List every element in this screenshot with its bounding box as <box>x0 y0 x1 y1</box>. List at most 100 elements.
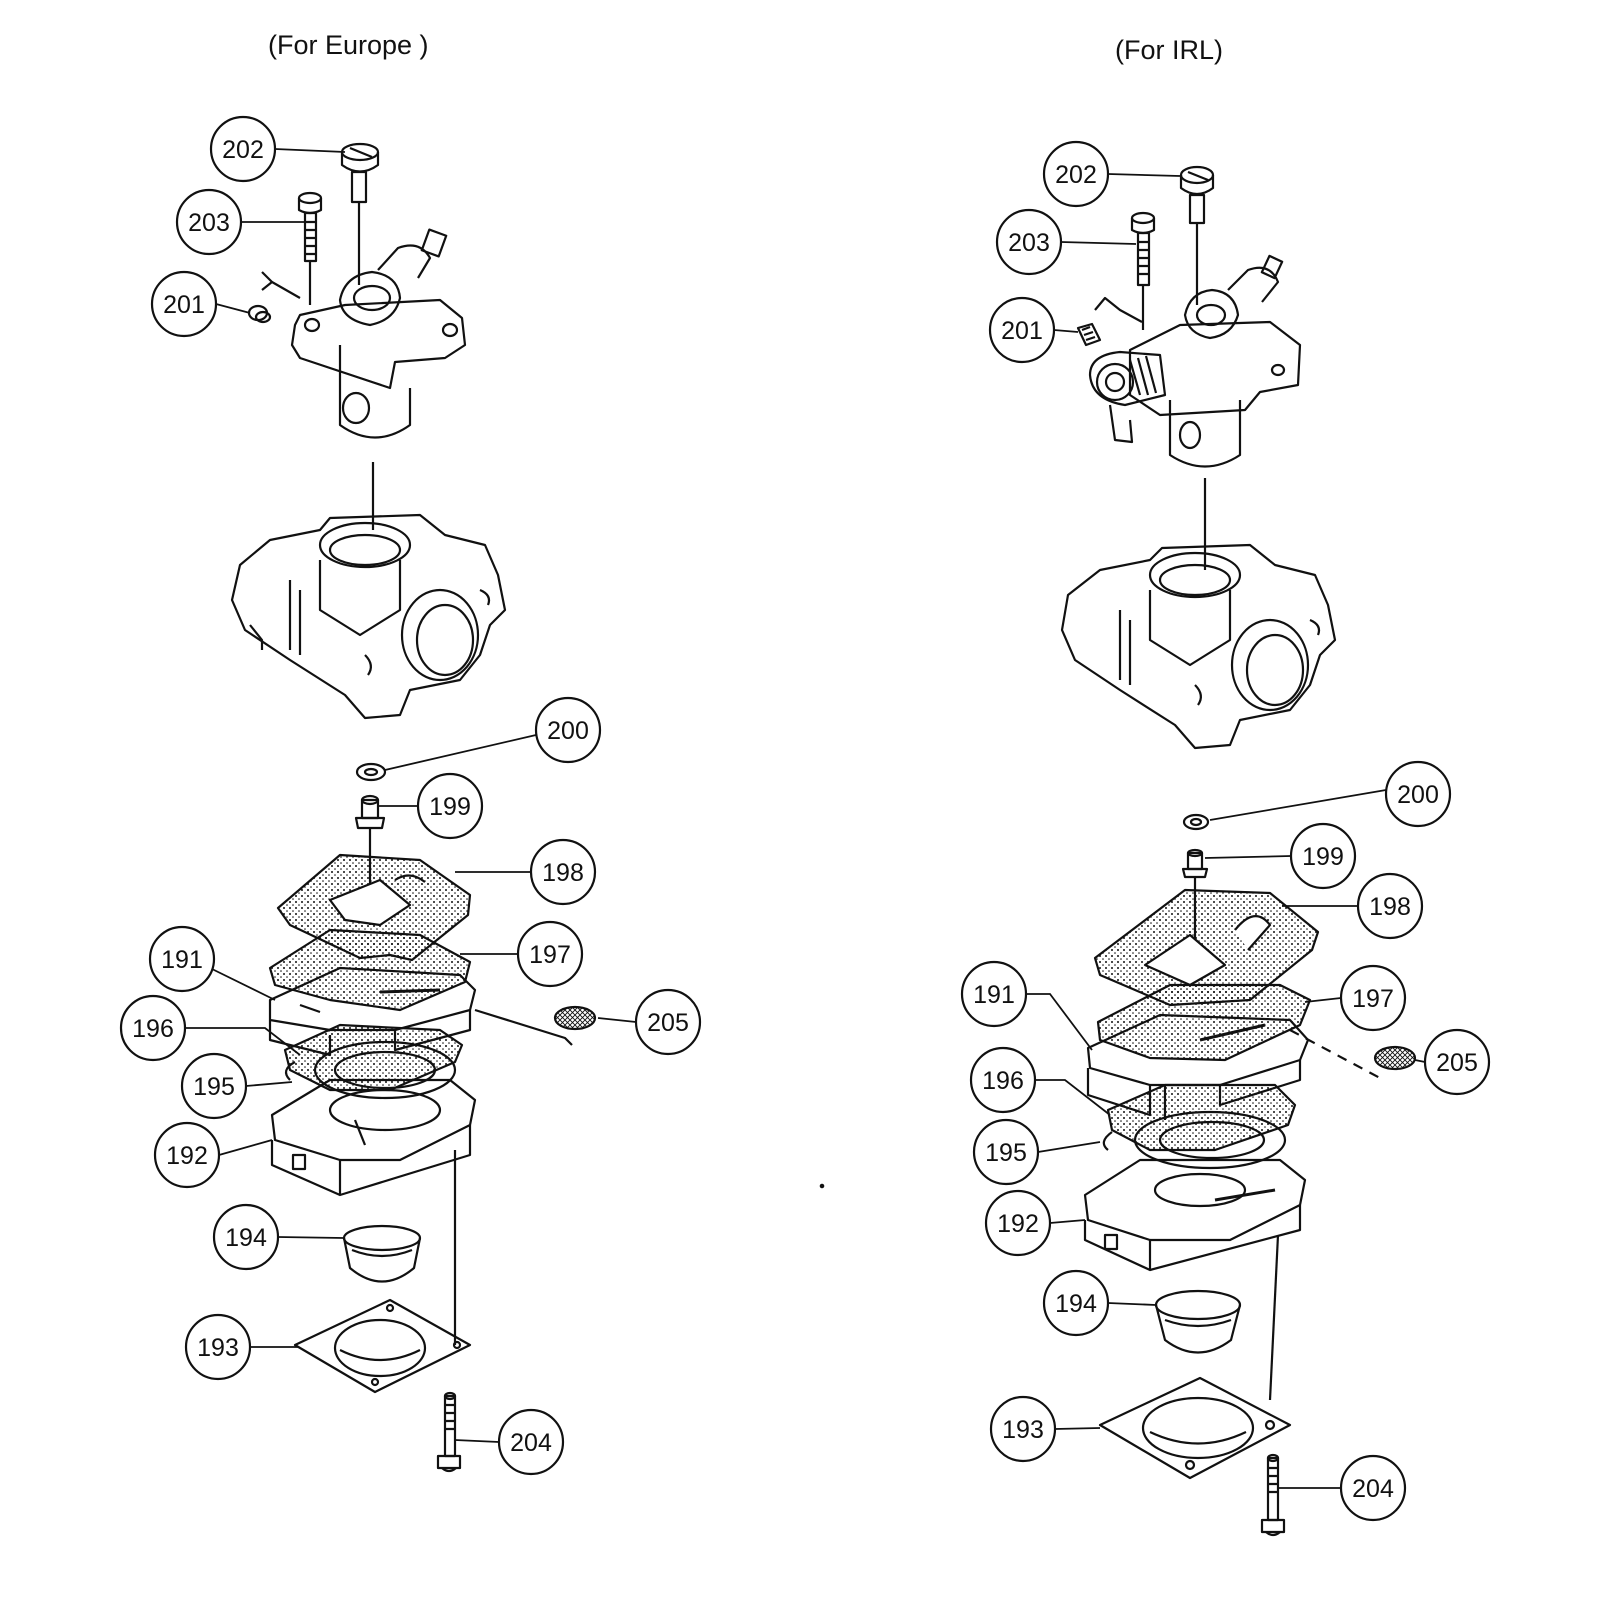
callout-europe-193: 193 <box>184 1313 298 1381</box>
part-202-screw <box>340 142 380 285</box>
part-192-lower-body-irl <box>1083 1158 1307 1272</box>
callout-irl-196: 196 <box>969 1046 1111 1116</box>
part-193-cover <box>293 1298 472 1394</box>
heading-irl: (For IRL) <box>1115 35 1223 65</box>
callout-circle-irl-204 <box>1339 1454 1407 1522</box>
callout-circle-irl-203 <box>995 208 1063 276</box>
callout-label-europe-199: 199 <box>429 793 471 821</box>
leader-line-europe-201 <box>215 303 251 314</box>
callout-irl-197: 197 <box>1304 964 1407 1032</box>
callout-circle-irl-192 <box>984 1189 1052 1257</box>
callout-circle-europe-198 <box>529 838 597 906</box>
callout-circle-europe-193 <box>184 1313 252 1381</box>
callout-irl-199: 199 <box>1204 822 1357 890</box>
callout-label-irl-196: 196 <box>982 1067 1024 1095</box>
leader-line-europe-195 <box>245 1081 293 1087</box>
callout-circle-europe-196 <box>119 994 187 1062</box>
part-196-gasket <box>283 1023 464 1092</box>
callout-label-europe-204: 204 <box>510 1429 552 1457</box>
callout-circle-irl-195 <box>972 1118 1040 1186</box>
part-198-slot <box>394 874 426 883</box>
callout-circle-irl-191 <box>960 960 1028 1028</box>
callout-europe-197: 197 <box>460 920 584 988</box>
guide-line-201-irl <box>1094 296 1143 323</box>
callout-circle-irl-197 <box>1339 964 1407 1032</box>
callout-europe-205: 205 <box>597 988 702 1056</box>
part-201-spring-irl <box>1076 322 1102 347</box>
leader-line-europe-205 <box>597 1017 637 1023</box>
leader-line-irl-205 <box>1414 1059 1426 1063</box>
callout-irl-192: 192 <box>984 1189 1086 1257</box>
callout-circle-europe-194 <box>212 1203 280 1271</box>
callout-label-irl-198: 198 <box>1369 893 1411 921</box>
callout-label-irl-200: 200 <box>1397 781 1439 809</box>
callout-irl-191: 191 <box>960 960 1093 1051</box>
callout-label-irl-203: 203 <box>1008 229 1050 257</box>
callout-label-europe-194: 194 <box>225 1224 267 1252</box>
callout-europe-194: 194 <box>212 1203 345 1271</box>
part-194-cup <box>342 1224 422 1283</box>
callout-irl-194: 194 <box>1042 1269 1157 1337</box>
callout-europe-201: 201 <box>150 270 251 338</box>
callout-europe-195: 195 <box>180 1052 293 1120</box>
callout-label-europe-195: 195 <box>193 1073 235 1101</box>
part-192-lower-body <box>270 1078 477 1197</box>
leader-line-irl-195 <box>1037 1141 1101 1153</box>
part-204-bolt-irl <box>1260 1453 1286 1537</box>
callout-europe-192: 192 <box>153 1121 273 1189</box>
callout-irl-200: 200 <box>1209 760 1452 828</box>
callout-europe-196: 196 <box>119 994 301 1062</box>
part-196-gasket-irl <box>1106 1083 1297 1152</box>
leader-line-irl-193 <box>1054 1427 1101 1430</box>
leader-line-irl-196 <box>1035 1079 1111 1116</box>
guide-line-205 <box>474 1008 573 1046</box>
carburetor-main-body-irl <box>1060 543 1337 750</box>
callout-circle-europe-202 <box>209 115 277 183</box>
callout-circle-europe-199 <box>416 772 484 840</box>
guide-line-201 <box>261 271 301 299</box>
callout-circle-europe-192 <box>153 1121 221 1189</box>
part-200-washer <box>355 762 387 782</box>
heading-europe: (For Europe ) <box>268 30 429 60</box>
part-203-bolt <box>297 191 323 305</box>
leader-line-europe-204 <box>454 1439 500 1443</box>
leader-line-irl-199 <box>1204 855 1292 859</box>
part-200-washer-hole <box>363 767 379 777</box>
carburetor-throttle-body <box>290 228 467 439</box>
callout-irl-201: 201 <box>988 296 1079 364</box>
part-200-washer-hole-irl <box>1189 817 1203 827</box>
callout-circle-irl-200 <box>1384 760 1452 828</box>
leader-line-europe-196 <box>185 1027 301 1056</box>
callout-irl-203: 203 <box>995 208 1137 276</box>
part-195-diaphragm <box>284 1040 457 1100</box>
callout-irl-195: 195 <box>972 1118 1101 1186</box>
leader-line-europe-192 <box>218 1139 273 1156</box>
callout-label-europe-191: 191 <box>161 946 203 974</box>
callout-label-europe-196: 196 <box>132 1015 174 1043</box>
callout-label-irl-197: 197 <box>1352 985 1394 1013</box>
callout-circle-irl-201 <box>988 296 1056 364</box>
carburetor-throttle-body-irl <box>1088 254 1302 468</box>
part-193-cover-irl <box>1098 1376 1292 1480</box>
part-205-filter <box>553 1005 597 1031</box>
callout-europe-203: 203 <box>175 188 305 256</box>
callout-label-europe-198: 198 <box>542 859 584 887</box>
callout-label-europe-193: 193 <box>197 1334 239 1362</box>
part-198-cutout <box>328 878 412 927</box>
callout-circle-irl-198 <box>1356 872 1424 940</box>
carburetor-main-body <box>230 513 507 720</box>
part-197-slot-irl <box>1199 1023 1266 1042</box>
leader-line-europe-194 <box>277 1236 345 1239</box>
leader-line-europe-200 <box>384 734 537 771</box>
callout-label-europe-202: 202 <box>222 136 264 164</box>
leader-line-irl-201 <box>1053 329 1079 333</box>
callout-europe-199: 199 <box>378 772 484 840</box>
part-205-filter-irl <box>1373 1045 1417 1071</box>
callout-irl-204: 204 <box>1278 1454 1407 1522</box>
callout-circle-europe-195 <box>180 1052 248 1120</box>
leader-line-irl-197 <box>1304 997 1342 1003</box>
callout-label-europe-201: 201 <box>163 291 205 319</box>
callout-label-irl-202: 202 <box>1055 161 1097 189</box>
callout-label-europe-192: 192 <box>166 1142 208 1170</box>
